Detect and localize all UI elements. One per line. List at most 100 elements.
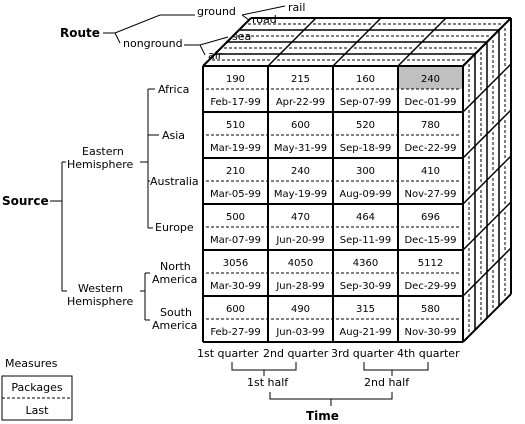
- top-face-column-line: [202, 17, 252, 67]
- first-half-bracket: [231, 362, 297, 371]
- side-face-row-line: [462, 293, 512, 343]
- cell-packages: 240: [421, 74, 440, 85]
- cell-packages: 510: [226, 120, 245, 131]
- cell-packages: 3056: [223, 258, 248, 269]
- cell-packages: 4360: [353, 258, 378, 269]
- side-face-row-line: [462, 109, 512, 159]
- cell-packages: 160: [356, 74, 375, 85]
- cell-packages: 600: [291, 120, 310, 131]
- side-face-row-line: [462, 63, 512, 113]
- side-face-row-line: [462, 247, 512, 297]
- eastern-label-line1: Eastern: [82, 145, 124, 158]
- time-dimension: 1st quarter 2nd quarter 3rd quarter 4th …: [197, 347, 460, 423]
- region-north-america-line1: North: [160, 260, 191, 273]
- route-air-label: air: [208, 49, 223, 62]
- cell-last-date: Aug-09-99: [339, 189, 391, 200]
- western-label-line2: Hemisphere: [67, 295, 134, 308]
- cell-last-date: Aug-21-99: [339, 327, 391, 338]
- cell-last-date: Mar-30-99: [210, 281, 261, 292]
- cell-packages: 210: [226, 166, 245, 177]
- cell-packages: 300: [356, 166, 375, 177]
- region-australia: Australia: [150, 175, 199, 188]
- region-south-america-line1: South: [160, 306, 192, 319]
- half-1: 1st half: [247, 376, 289, 389]
- route-connector-ground: [103, 14, 195, 34]
- cell-packages: 315: [356, 304, 375, 315]
- cell-packages: 470: [291, 212, 310, 223]
- eastern-label-line2: Hemisphere: [67, 158, 134, 171]
- cell-packages: 464: [356, 212, 375, 223]
- route-connector-air: [199, 44, 206, 56]
- quarter-3: 3rd quarter: [331, 347, 394, 360]
- cell-packages: 696: [421, 212, 440, 223]
- measures-legend: Measures Packages Last: [1, 357, 73, 421]
- cell-packages: 5112: [418, 258, 443, 269]
- region-europe: Europe: [155, 221, 194, 234]
- top-face-column-line: [332, 17, 382, 67]
- cell-last-date: Dec-01-99: [404, 97, 456, 108]
- route-connector-road: [241, 14, 250, 21]
- time-bracket: [269, 392, 393, 400]
- cell-packages: 580: [421, 304, 440, 315]
- region-south-america-line2: America: [152, 319, 197, 332]
- top-face-column-line: [267, 17, 317, 67]
- cell-last-date: Mar-07-99: [210, 235, 261, 246]
- western-label-line1: Western: [78, 282, 123, 295]
- cell-packages: 780: [421, 120, 440, 131]
- quarter-1: 1st quarter: [197, 347, 259, 360]
- route-dimension: Route ground nonground rail road sea air: [60, 1, 305, 62]
- quarter-4: 4th quarter: [397, 347, 460, 360]
- eastern-region-ticks: [148, 88, 159, 229]
- cube-frame: [202, 17, 512, 343]
- source-title: Source: [2, 194, 49, 208]
- cell-last-date: Apr-22-99: [276, 97, 325, 108]
- cell-last-date: Nov-30-99: [405, 327, 457, 338]
- second-half-bracket: [363, 362, 429, 371]
- region-africa: Africa: [158, 83, 189, 96]
- cell-last-date: Sep-11-99: [340, 235, 392, 246]
- measures-last: Last: [26, 404, 50, 417]
- route-connector-nonground: [103, 32, 121, 44]
- cell-last-date: Jun-03-99: [275, 327, 324, 338]
- top-face-column-line: [397, 17, 447, 67]
- cell-last-date: Dec-22-99: [404, 143, 456, 154]
- cell-packages: 520: [356, 120, 375, 131]
- cell-packages: 490: [291, 304, 310, 315]
- measures-packages: Packages: [11, 381, 63, 394]
- route-rail-label: rail: [288, 1, 305, 14]
- cell-last-date: May-31-99: [274, 143, 327, 154]
- side-face-row-line: [462, 201, 512, 251]
- cell-packages: 410: [421, 166, 440, 177]
- cell-last-date: Nov-27-99: [405, 189, 457, 200]
- cell-last-date: Sep-07-99: [340, 97, 392, 108]
- western-region-ticks: [145, 272, 150, 321]
- route-connector-rail: [241, 5, 286, 16]
- highlighted-cell: [399, 67, 462, 89]
- cell-last-date: Mar-19-99: [210, 143, 261, 154]
- route-sea-label: sea: [232, 30, 251, 43]
- cell-last-date: Dec-15-99: [404, 235, 456, 246]
- quarter-2: 2nd quarter: [263, 347, 329, 360]
- measures-title: Measures: [5, 357, 58, 370]
- route-connector-sea: [184, 36, 229, 46]
- cell-last-date: Jun-28-99: [275, 281, 324, 292]
- time-title: Time: [306, 409, 339, 423]
- side-face-row-line: [462, 155, 512, 205]
- route-ground-label: ground: [197, 5, 236, 18]
- cell-last-date: Mar-05-99: [210, 189, 261, 200]
- cell-last-date: Sep-30-99: [340, 281, 392, 292]
- cell-packages: 240: [291, 166, 310, 177]
- cell-last-date: May-19-99: [274, 189, 327, 200]
- route-nonground-label: nonground: [123, 37, 183, 50]
- route-road-label: road: [252, 13, 277, 26]
- route-title: Route: [60, 26, 100, 40]
- cell-last-date: Feb-27-99: [210, 327, 260, 338]
- region-asia: Asia: [162, 129, 185, 142]
- cell-packages: 500: [226, 212, 245, 223]
- half-2: 2nd half: [364, 376, 410, 389]
- source-dimension: Source Eastern Hemisphere Western Hemisp…: [2, 83, 199, 332]
- cell-packages: 600: [226, 304, 245, 315]
- cell-last-date: Jun-20-99: [275, 235, 324, 246]
